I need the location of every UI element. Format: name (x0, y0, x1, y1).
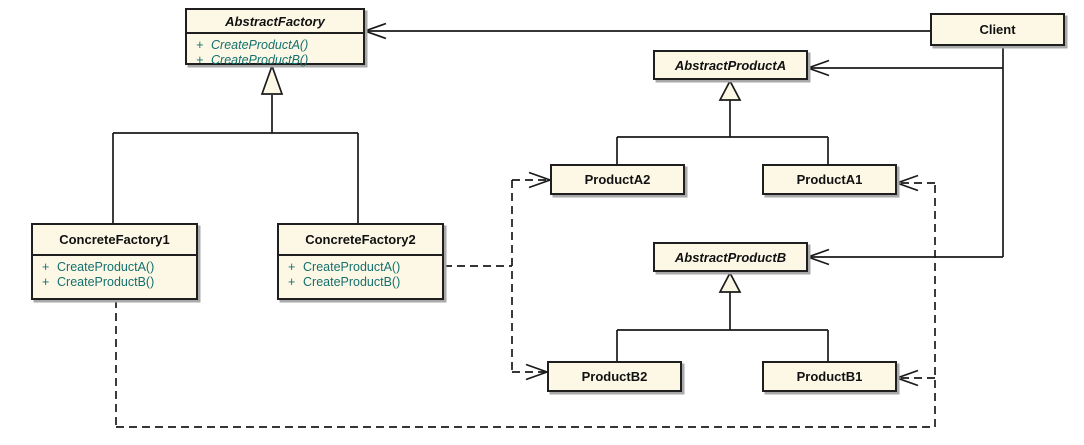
association-client-abstractproducts (805, 46, 1004, 266)
methods-compartment: + CreateProductA() + CreateProductB() (187, 34, 363, 67)
class-name: ProductB1 (796, 369, 863, 384)
class-concretefactory2[interactable]: ConcreteFactory2 + CreateProductA() + Cr… (277, 223, 444, 300)
class-producta2[interactable]: ProductA2 (550, 164, 685, 195)
method-signature: CreateProductA() (211, 37, 309, 52)
class-abstractfactory[interactable]: AbstractFactory + CreateProductA() + Cre… (185, 8, 365, 67)
class-abstractproducta[interactable]: AbstractProductA (653, 50, 808, 80)
visibility-plus: + (42, 259, 50, 274)
visibility-plus: + (288, 259, 296, 274)
open-arrowhead-icon (362, 22, 387, 40)
class-name: ConcreteFactory1 (33, 225, 196, 256)
class-name: ProductA1 (796, 172, 863, 187)
generalization-connector-product-a (616, 79, 829, 164)
class-name: ConcreteFactory2 (279, 225, 442, 256)
dependency-connector-concretefactory1 (115, 174, 936, 428)
class-producta1[interactable]: ProductA1 (762, 164, 897, 195)
class-name: Client (979, 22, 1016, 37)
open-arrowhead-icon (805, 248, 830, 266)
class-name: AbstractProductB (674, 249, 787, 265)
method-signature: CreateProductB() (211, 52, 309, 67)
method-row: + CreateProductA() (279, 259, 442, 274)
class-name: ProductA2 (584, 172, 651, 187)
open-arrowhead-icon (894, 369, 919, 387)
method-signature: CreateProductA() (303, 259, 401, 274)
generalization-triangle-icon (260, 63, 284, 95)
visibility-plus: + (42, 274, 50, 289)
method-row: + CreateProductA() (187, 37, 363, 52)
class-name: AbstractFactory (187, 10, 363, 34)
dependency-connector-concretefactory2 (444, 171, 553, 381)
class-productb1[interactable]: ProductB1 (762, 361, 897, 392)
open-arrowhead-icon (894, 174, 919, 192)
open-arrowhead-icon (805, 59, 830, 77)
class-name: ProductB2 (581, 369, 648, 384)
visibility-plus: + (196, 52, 204, 67)
class-client[interactable]: Client (930, 13, 1065, 46)
method-row: + CreateProductB() (33, 274, 196, 289)
method-signature: CreateProductB() (303, 274, 401, 289)
generalization-connector-factories (112, 63, 359, 223)
method-row: + CreateProductB() (187, 52, 363, 67)
class-abstractproductb[interactable]: AbstractProductB (653, 242, 808, 272)
generalization-triangle-icon (718, 271, 742, 293)
method-signature: CreateProductB() (57, 274, 155, 289)
visibility-plus: + (288, 274, 296, 289)
class-productb2[interactable]: ProductB2 (547, 361, 682, 392)
method-row: + CreateProductB() (279, 274, 442, 289)
methods-compartment: + CreateProductA() + CreateProductB() (279, 256, 442, 289)
generalization-connector-product-b (616, 271, 829, 361)
visibility-plus: + (196, 37, 204, 52)
association-client-abstractfactory (362, 22, 930, 40)
class-name: AbstractProductA (674, 57, 787, 73)
method-row: + CreateProductA() (33, 259, 196, 274)
methods-compartment: + CreateProductA() + CreateProductB() (33, 256, 196, 289)
generalization-triangle-icon (718, 79, 742, 101)
class-concretefactory1[interactable]: ConcreteFactory1 + CreateProductA() + Cr… (31, 223, 198, 300)
method-signature: CreateProductA() (57, 259, 155, 274)
